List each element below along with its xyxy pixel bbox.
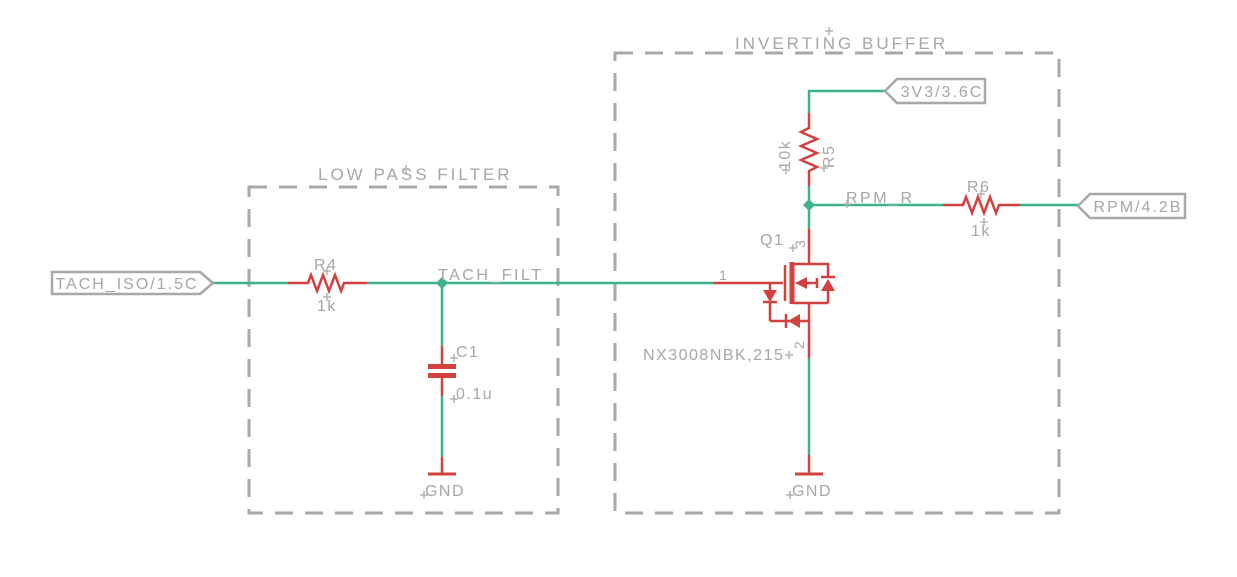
- net-flag-3v3[interactable]: 3V3/3.6C: [883, 77, 987, 105]
- supply-flag-outline: [883, 77, 987, 105]
- q1-esd-diode-left-triangle: [788, 314, 800, 328]
- supply-flag-label: 3V3/3.6C: [901, 84, 984, 101]
- block-inverting-buffer: INVERTING BUFFER: [613, 34, 1061, 515]
- tach-iso-flag-label: TACH_ISO/1.5C: [55, 276, 198, 293]
- text-origin-crosses: [323, 27, 988, 499]
- nets: [213, 89, 1078, 457]
- c1-value[interactable]: 0.1u: [456, 386, 493, 403]
- q1-pin-gate-number: 1: [719, 267, 727, 283]
- component-r4[interactable]: R4 1k: [288, 257, 367, 315]
- r5-resistor-symbol: [797, 113, 821, 186]
- low-pass-filter-title: LOW PASS FILTER: [318, 165, 513, 184]
- r4-resistor-symbol: [288, 271, 367, 295]
- gnd-symbol-lpf[interactable]: GND: [425, 457, 465, 500]
- junction-tach-filt: [436, 277, 448, 289]
- q1-source-lead: [793, 301, 828, 358]
- r6-value[interactable]: 1k: [971, 223, 991, 240]
- r6-refdes[interactable]: R6: [967, 179, 990, 196]
- c1-refdes[interactable]: C1: [456, 344, 479, 361]
- net-label-tach-filt[interactable]: TACH_FILT: [438, 267, 543, 284]
- q1-refdes[interactable]: Q1: [760, 232, 784, 249]
- inverting-buffer-title: INVERTING BUFFER: [735, 34, 948, 53]
- q1-body-diode-triangle: [821, 279, 835, 291]
- gnd-lpf-label: GND: [425, 483, 465, 500]
- rpm-flag-outline: [1076, 192, 1187, 220]
- c1-bottom-plate: [428, 373, 456, 378]
- r5-refdes[interactable]: R5: [821, 145, 838, 168]
- gnd-symbol-buffer[interactable]: GND: [792, 455, 832, 500]
- tach-iso-flag-outline: [50, 270, 215, 296]
- net-flag-tach-iso[interactable]: TACH_ISO/1.5C: [50, 270, 215, 296]
- low-pass-filter-box: [247, 185, 560, 515]
- q1-esd-diode-down-triangle: [763, 290, 777, 302]
- component-r5[interactable]: 10k R5: [777, 113, 838, 186]
- r6-resistor-symbol: [943, 193, 1020, 217]
- junction-rpm-node: [803, 199, 815, 211]
- rpm-flag-label: RPM/4.2B: [1094, 199, 1183, 216]
- q1-bulk-stub: [807, 278, 819, 288]
- component-q1[interactable]: Q1 3 1 2 NX3008NBK,215: [643, 229, 835, 364]
- r4-value[interactable]: 1k: [317, 298, 337, 315]
- q1-pin-drain-number: 3: [792, 240, 808, 248]
- q1-value[interactable]: NX3008NBK,215: [643, 347, 784, 364]
- net-label-rpm-r[interactable]: RPM_R: [846, 190, 915, 207]
- gnd-buffer-label: GND: [792, 483, 832, 500]
- block-low-pass-filter: LOW PASS FILTER: [247, 165, 560, 515]
- component-r6[interactable]: R6 1k: [943, 179, 1020, 240]
- q1-body-diode-branch: [809, 262, 830, 303]
- c1-top-plate: [428, 364, 456, 369]
- q1-pin-source-number: 2: [791, 341, 807, 349]
- net-flag-rpm[interactable]: RPM/4.2B: [1076, 192, 1187, 220]
- wire-supply[interactable]: [807, 89, 885, 113]
- component-c1[interactable]: C1 0.1u: [428, 344, 493, 403]
- r5-value[interactable]: 10k: [777, 140, 794, 170]
- q1-bulk-arrow: [795, 277, 807, 289]
- r4-refdes[interactable]: R4: [314, 257, 337, 274]
